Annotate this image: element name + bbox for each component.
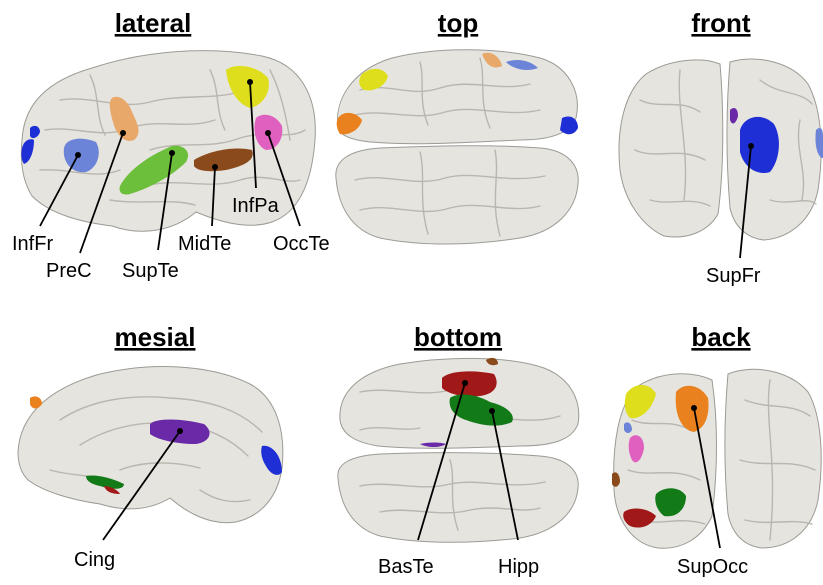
view-title-bottom: bottom [414,322,502,352]
top-brain-view [336,50,578,244]
label-occte: OccTe [273,233,330,255]
label-cing: Cing [74,549,115,571]
label-supocc: SupOcc [677,556,748,578]
view-title-mesial: mesial [115,322,196,352]
label-inffr: InfFr [12,233,53,255]
label-supte: SupTe [122,260,179,282]
view-title-top: top [438,8,478,38]
label-midte: MidTe [178,233,231,255]
view-title-lateral: lateral [115,8,192,38]
bottom-brain-view: BasTe Hipp [338,358,579,578]
mesial-hemisphere [18,367,283,523]
label-prec: PreC [46,260,92,282]
front-brain-view: SupFr [619,59,823,287]
label-hipp: Hipp [498,556,539,578]
back-brain-view: SupOcc [612,369,821,578]
region-baste-bottom [442,371,497,396]
view-title-back: back [691,322,751,352]
mesial-brain-view: Cing [18,367,283,571]
front-left-hemisphere [619,60,723,237]
label-supfr: SupFr [706,265,761,287]
top-left-hemisphere [337,50,577,144]
top-right-hemisphere [336,146,578,244]
view-title-front: front [691,8,751,38]
label-infpa: InfPa [232,195,280,217]
back-right-hemisphere [725,369,821,548]
lateral-brain-view: InfFr PreC SupTe MidTe InfPa OccTe [12,51,330,282]
label-baste: BasTe [378,556,434,578]
